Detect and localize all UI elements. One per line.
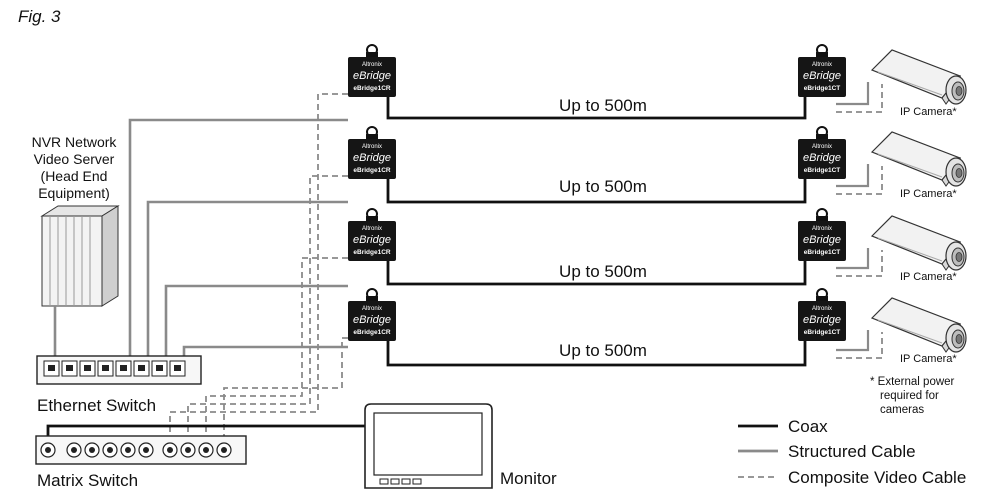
ip-camera-2: IP Camera* [871,131,967,200]
camera-icon [871,297,967,353]
transmitter-box [798,221,846,261]
camera-video-cable-1 [836,84,883,113]
transmitter-box [798,139,846,179]
monitor: Monitor [364,403,557,489]
receiver-model: eBridge1CR [353,249,391,256]
camera-video-cable-2 [836,166,883,195]
receiver-product: eBridge [353,152,391,164]
ip-camera-1: IP Camera* [871,49,967,118]
coax-cables [46,94,807,442]
receiver-unit-3: Altronix eBridge eBridge1CR [348,208,396,261]
camera-icon [871,131,967,187]
transmitter-brand: Altronix [812,144,832,150]
camera-icon [871,49,967,105]
legend-label-structured: Structured Cable [788,442,916,461]
receiver-product: eBridge [353,234,391,246]
distance-label-3: Up to 500m [559,262,647,281]
legend: Coax Structured Cable Composite Video Ca… [738,417,966,487]
composite-cable-3 [205,257,358,440]
transmitter-model: eBridge1CT [804,329,841,336]
composite-video-cables [169,84,883,440]
receiver-brand: Altronix [362,62,382,68]
coax-run-3 [386,258,807,286]
coax-run-4 [386,338,807,367]
receiver-box [348,301,396,341]
figure-label: Fig. 3 [18,7,61,26]
monitor-label: Monitor [500,469,557,488]
footnote: * External power required for cameras [870,376,955,416]
nvr-label-line-1: NVR Network [32,134,118,150]
transmitter-brand: Altronix [812,306,832,312]
receiver-brand: Altronix [362,226,382,232]
transmitter-brand: Altronix [812,226,832,232]
footnote-line-2: required for [880,390,939,402]
nvr-label-line-4: Equipment) [38,185,110,201]
composite-cable-4 [223,337,358,440]
footnote-line-3: cameras [880,404,924,416]
ethernet-switch-label: Ethernet Switch [37,396,156,415]
distance-label-4: Up to 500m [559,341,647,360]
camera-video-cable-3 [836,250,883,277]
transmitter-model: eBridge1CT [804,167,841,174]
coax-run-1 [386,94,807,120]
receiver-product: eBridge [353,314,391,326]
transmitter-unit-3: Altronix eBridge eBridge1CT [798,208,846,261]
receiver-model: eBridge1CR [353,167,391,174]
footnote-line-1: * External power [870,376,955,388]
receiver-box [348,221,396,261]
camera-label: IP Camera* [900,353,957,365]
camera-label: IP Camera* [900,106,957,118]
transmitter-unit-1: Altronix eBridge eBridge1CT [798,44,846,97]
receiver-product: eBridge [353,70,391,82]
distance-label-1: Up to 500m [559,96,647,115]
transmitter-unit-2: Altronix eBridge eBridge1CT [798,126,846,179]
receiver-brand: Altronix [362,144,382,150]
monitor-buttons [379,478,422,485]
composite-cable-2 [187,175,358,440]
transmitter-brand: Altronix [812,62,832,68]
nvr-label: NVR Network Video Server (Head End Equip… [32,134,118,201]
receiver-unit-1: Altronix eBridge eBridge1CR [348,44,396,97]
structured-cable-1 [128,118,348,360]
distance-label-2: Up to 500m [559,177,647,196]
monitor-screen [373,412,483,476]
receiver-box [348,139,396,179]
composite-cable-1 [169,93,358,440]
camera-label: IP Camera* [900,188,957,200]
receiver-unit-2: Altronix eBridge eBridge1CR [348,126,396,179]
camera-structured-cables [836,82,870,352]
transmitter-model: eBridge1CT [804,249,841,256]
ip-camera-4: IP Camera* [871,297,967,365]
transmitter-unit-4: Altronix eBridge eBridge1CT [798,288,846,341]
transmitter-model: eBridge1CT [804,85,841,92]
camera-icon [871,215,967,271]
transmitter-box [798,301,846,341]
transmitter-product: eBridge [803,152,841,164]
structured-cable-3 [164,284,348,360]
transmitter-product: eBridge [803,234,841,246]
receiver-brand: Altronix [362,306,382,312]
transmitter-product: eBridge [803,70,841,82]
matrix-switch: Matrix Switch [35,435,247,490]
structured-cable-4 [182,345,348,360]
nvr-label-line-2: Video Server [34,151,115,167]
receiver-box [348,57,396,97]
ethernet-switch: Ethernet Switch [36,355,202,415]
coax-run-2 [386,176,807,204]
transmitter-box [798,57,846,97]
nvr-server-icon [40,205,120,307]
receiver-model: eBridge1CR [353,329,391,336]
receiver-model: eBridge1CR [353,85,391,92]
matrix-switch-label: Matrix Switch [37,471,138,490]
receiver-unit-4: Altronix eBridge eBridge1CR [348,288,396,341]
nvr-label-line-3: (Head End [41,168,108,184]
legend-label-composite: Composite Video Cable [788,468,966,487]
ip-camera-3: IP Camera* [871,215,967,283]
transmitter-product: eBridge [803,314,841,326]
camera-video-cable-4 [836,332,883,359]
camera-label: IP Camera* [900,271,957,283]
structured-cable-2 [146,200,348,360]
legend-label-coax: Coax [788,417,828,436]
